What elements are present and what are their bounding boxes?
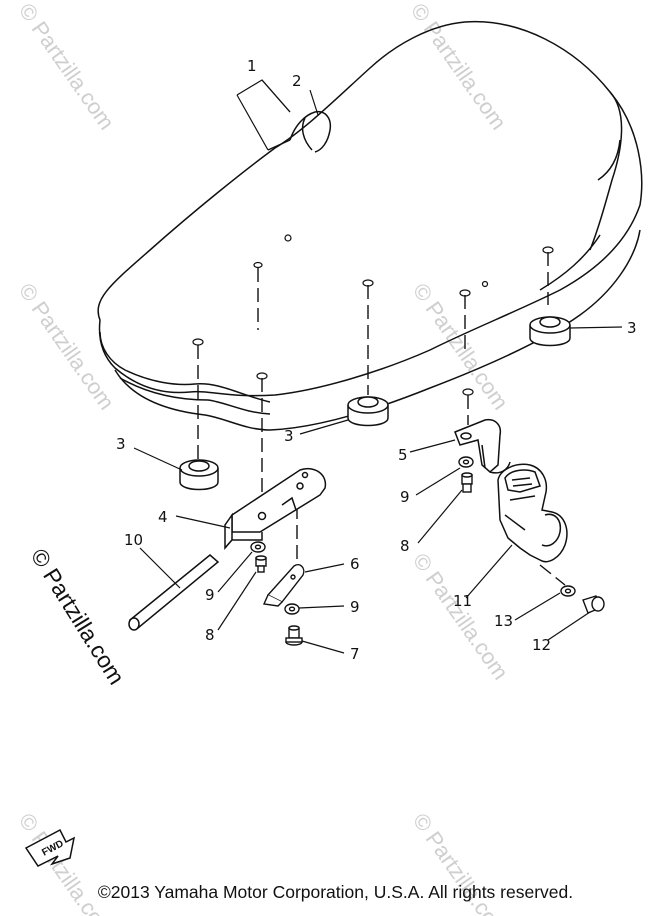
callout-8-front: 8: [205, 626, 215, 644]
callout-6: 6: [350, 555, 360, 573]
damper-left: [179, 459, 219, 491]
callout-12: 12: [532, 636, 551, 654]
seat-lock-assembly: [497, 463, 568, 563]
washer-13: [560, 585, 576, 597]
callout-13: 13: [494, 612, 513, 630]
callout-4: 4: [158, 508, 168, 526]
callout-5: 5: [398, 446, 408, 464]
callout-labels: 1 2 3 3 3 4 5 6 7 8 8 9 9 9 10 11 12 13: [116, 57, 637, 663]
copyright-notice: ©2013 Yamaha Motor Corporation, U.S.A. A…: [97, 882, 574, 902]
callout-3-right: 3: [627, 319, 637, 337]
callout-9-lower: 9: [350, 598, 360, 616]
washer-9-lower: [284, 603, 300, 615]
bolt-7: [285, 625, 303, 646]
callout-3-middle: 3: [284, 427, 294, 445]
bolt-8-rear: [461, 472, 473, 493]
stopper-bracket: [262, 564, 305, 607]
bolt-12: [582, 595, 605, 614]
callout-11: 11: [453, 592, 472, 610]
damper-parts: [179, 316, 571, 491]
callout-3-left: 3: [116, 435, 126, 453]
bolt-8-front: [255, 555, 267, 573]
callout-9-rear: 9: [400, 488, 410, 506]
watermark-side: © Partzilla.com: [26, 544, 130, 689]
watermark-mid-right: © Partzilla.com: [408, 279, 514, 415]
callout-1: 1: [247, 57, 257, 75]
hinge-bracket-rear: [454, 418, 511, 474]
bracket-front: [224, 468, 327, 550]
damper-middle: [347, 396, 389, 427]
seat: [97, 20, 643, 431]
pin-rod: [128, 554, 220, 631]
callout-7: 7: [350, 645, 360, 663]
washer-9-rear: [458, 456, 474, 468]
watermarks: © Partzilla.com © Partzilla.com © Partzi…: [14, 0, 514, 916]
damper-right: [529, 316, 571, 347]
callout-9-front: 9: [205, 586, 215, 604]
watermark-top-right: © Partzilla.com: [406, 0, 512, 134]
callout-2: 2: [292, 72, 302, 90]
callout-10: 10: [124, 531, 143, 549]
watermark-top-left: © Partzilla.com: [14, 0, 120, 134]
washer-9-front: [250, 541, 266, 553]
centerlines: [197, 252, 566, 586]
seat-mount-holes: [192, 246, 554, 396]
leader-lines: [133, 79, 623, 654]
fasteners: [250, 456, 605, 646]
callout-8-rear: 8: [400, 537, 410, 555]
fwd-arrow-icon: FWD: [24, 828, 76, 867]
